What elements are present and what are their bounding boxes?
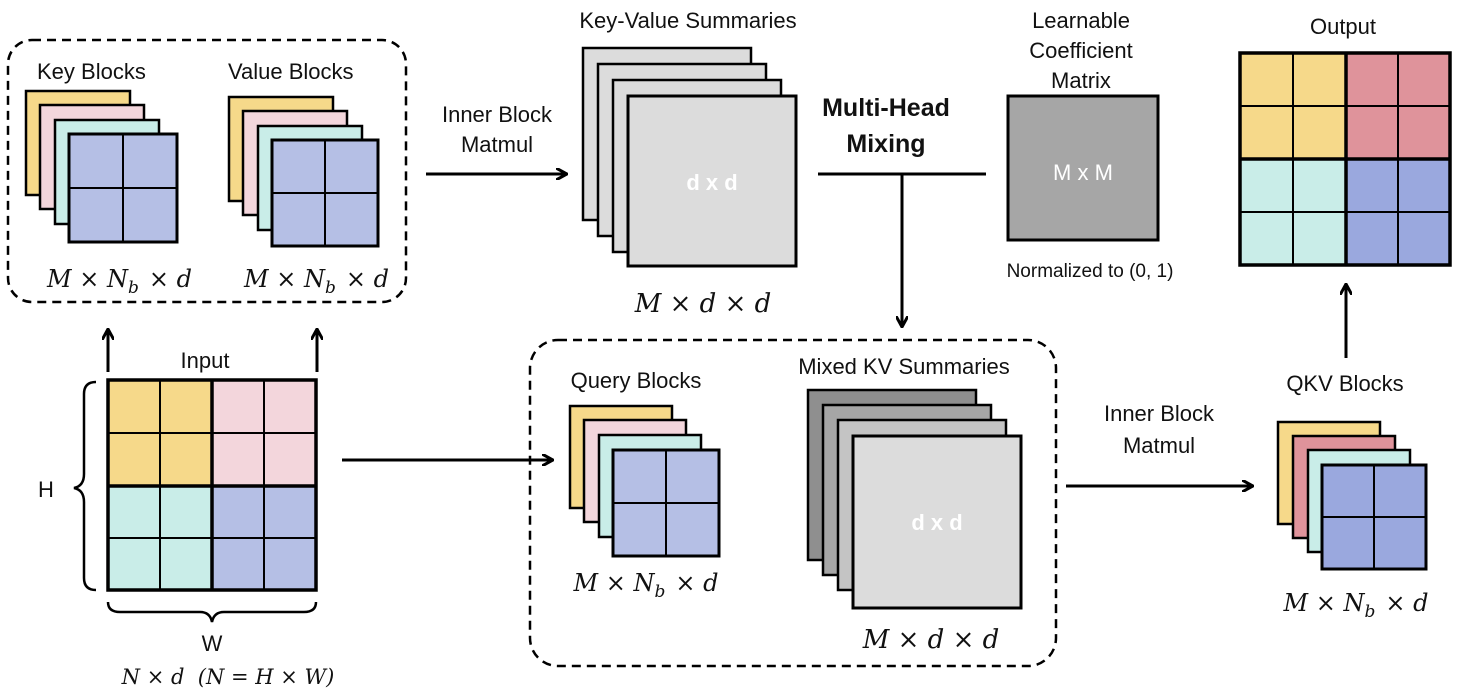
kv-summary-front [626, 94, 798, 268]
input-grid [106, 378, 318, 592]
qkv-blocks-label: QKV Blocks [1286, 371, 1403, 396]
kv-summary-inner-label: d x d [686, 170, 737, 195]
multi-head-mixing-line1: Multi-Head [822, 94, 950, 122]
value-blocks-shape: M × Nb × d [243, 265, 389, 298]
value-blocks-stack [227, 95, 380, 248]
output-grid [1238, 51, 1452, 267]
mixed-kv-front [851, 434, 1023, 610]
width-label: W [202, 631, 223, 656]
height-brace [73, 380, 97, 592]
key-value-blocks-group [6, 38, 408, 304]
query-mixed-group [528, 338, 1058, 668]
query-blocks-shape: M × Nb × d [573, 569, 719, 602]
height-label: H [38, 477, 54, 502]
input-label: Input [181, 348, 230, 373]
width-brace [106, 601, 318, 623]
mixed-kv-label: Mixed KV Summaries [798, 354, 1010, 379]
coef-matrix-label-line2: Coefficient [1029, 38, 1133, 63]
qkv-blocks-shape: M × Nb × d [1283, 589, 1429, 622]
coef-matrix-label-line3: Matrix [1051, 68, 1111, 93]
coef-matrix [1006, 94, 1160, 242]
query-blocks-stack [568, 404, 721, 558]
input-shape: N × d (N = H × W) [121, 665, 335, 689]
inner-block-matmul-top-line1: Inner Block [442, 102, 553, 127]
multi-head-mixing-line2: Mixing [846, 130, 925, 158]
inner-block-matmul-bottom-line1: Inner Block [1104, 401, 1215, 426]
query-blocks-label: Query Blocks [571, 368, 702, 393]
coef-matrix-note: Normalized to (0, 1) [1007, 261, 1174, 282]
kv-summaries-shape: M × d × d [634, 289, 772, 319]
coef-matrix-label-line1: Learnable [1032, 8, 1130, 33]
key-blocks-stack [24, 89, 179, 244]
qkv-blocks-stack [1276, 420, 1428, 571]
inner-block-matmul-bottom-line2: Matmul [1123, 433, 1195, 458]
key-blocks-shape: M × Nb × d [46, 265, 192, 298]
inner-block-matmul-top-line2: Matmul [461, 132, 533, 157]
kv-summaries-label: Key-Value Summaries [579, 8, 796, 33]
coef-matrix-inner-label: M x M [1053, 160, 1113, 185]
kv-summaries-stack [581, 46, 798, 268]
mixed-kv-stack [806, 388, 1023, 610]
mixed-kv-shape: M × d × d [862, 625, 1000, 655]
value-blocks-label: Value Blocks [228, 59, 354, 84]
key-blocks-label: Key Blocks [37, 59, 146, 84]
mixed-kv-inner-label: d x d [911, 510, 962, 535]
output-label: Output [1310, 14, 1376, 39]
